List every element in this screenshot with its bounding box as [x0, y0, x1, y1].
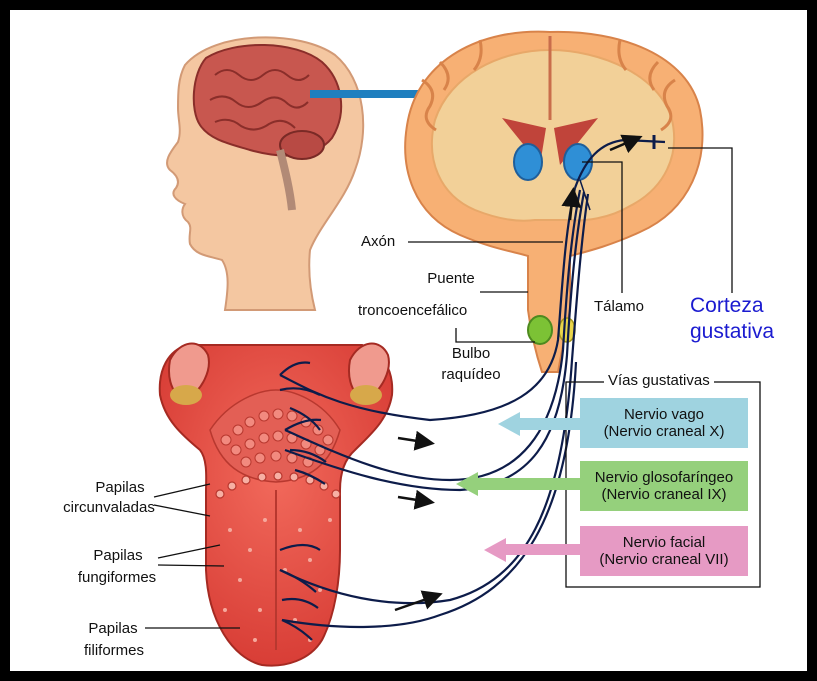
thalamus-left [514, 144, 542, 180]
fungiform-label-2: fungiformes [72, 569, 162, 586]
facial-nerve-line2: (Nervio craneal VII) [580, 551, 748, 568]
glossopharyngeal-nerve-line1: Nervio glosofaríngeo [580, 469, 748, 486]
tongue [160, 344, 392, 666]
medulla-label-1: Bulbo [436, 345, 506, 362]
cortex-label-1: Corteza [690, 294, 764, 318]
filiform-label-2: filiformes [74, 642, 154, 659]
pathways-title: Vías gustativas [604, 372, 714, 389]
bridge-label-2: troncoencefálico [358, 302, 467, 319]
axon-label: Axón [361, 233, 395, 250]
circumvallate-label-2: circunvaladas [54, 499, 164, 516]
medulla-label-2: raquídeo [436, 366, 506, 383]
facial-nerve-box: Nervio facial (Nervio craneal VII) [580, 526, 748, 576]
head-profile [167, 37, 363, 310]
cerebellum [280, 131, 324, 159]
vagus-nerve-line1: Nervio vago [580, 406, 748, 423]
vagus-nerve-line2: (Nervio craneal X) [580, 423, 748, 440]
circumvallate-label-1: Papilas [70, 479, 170, 496]
diagram-frame: Axón Puente troncoencefálico Tálamo Cort… [10, 10, 807, 671]
brain-coronal-section [405, 32, 702, 372]
nerve-arrows [456, 412, 580, 562]
cortex-label-2: gustativa [690, 320, 774, 344]
fungiform-label-1: Papilas [78, 547, 158, 564]
glossopharyngeal-nerve-line2: (Nervio craneal IX) [580, 486, 748, 503]
medulla-green [528, 316, 552, 344]
facial-nerve-line1: Nervio facial [580, 534, 748, 551]
vagus-nerve-box: Nervio vago (Nervio craneal X) [580, 398, 748, 448]
thalamus-label: Tálamo [594, 298, 644, 315]
glossopharyngeal-nerve-box: Nervio glosofaríngeo (Nervio craneal IX) [580, 461, 748, 511]
bridge-label-1: Puente [406, 270, 496, 287]
filiform-label-1: Papilas [78, 620, 148, 637]
